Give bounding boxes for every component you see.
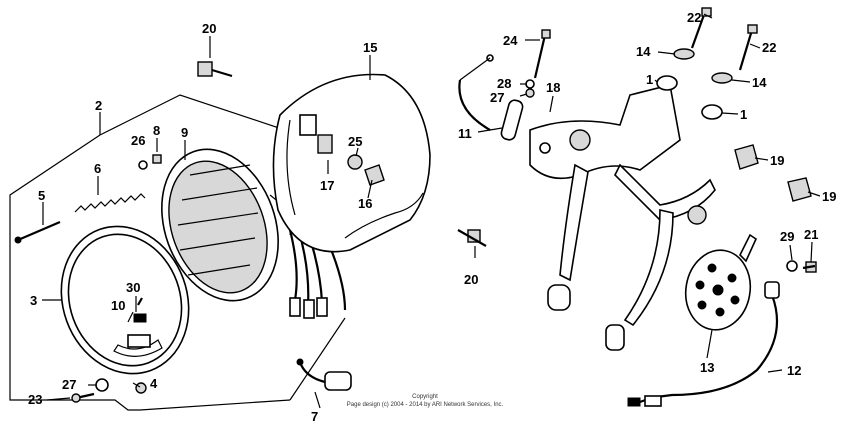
horn-bolt-part[interactable]	[786, 260, 817, 273]
bulb-socket-part[interactable]	[296, 358, 352, 391]
callout-14-left: 14	[636, 44, 651, 59]
callout-24: 24	[503, 33, 518, 48]
callout-5: 5	[38, 188, 45, 203]
horn-wire-part[interactable]	[627, 281, 780, 407]
callout-1-right: 1	[740, 107, 747, 122]
callout-19-bottom: 19	[822, 189, 836, 204]
callout-9: 9	[181, 125, 188, 140]
callout-13: 13	[700, 360, 714, 375]
headlight-assembly-frame	[9, 94, 346, 411]
callout-17: 17	[320, 178, 334, 193]
callout-6: 6	[94, 161, 101, 176]
callout-20-mid: 20	[464, 272, 478, 287]
leader-lines	[42, 13, 821, 409]
callout-labels: 20 2 8 9 26 6 5 3 30 10 27 4 23 7 15 25 …	[28, 10, 836, 424]
callout-19-top: 19	[770, 153, 784, 168]
callout-28: 28	[497, 76, 511, 91]
callout-18: 18	[546, 80, 560, 95]
callout-16: 16	[358, 196, 372, 211]
adjusting-spring-part[interactable]	[74, 193, 146, 213]
callout-22-right: 22	[762, 40, 776, 55]
callout-27-right: 27	[490, 90, 504, 105]
headlight-rim-part[interactable]	[41, 208, 209, 391]
callout-1-left: 1	[646, 72, 653, 87]
callout-27-left: 27	[62, 377, 76, 392]
callout-30: 30	[126, 280, 140, 295]
callout-10: 10	[111, 298, 125, 313]
adjusting-screw-part[interactable]	[14, 220, 61, 244]
callout-26: 26	[131, 133, 145, 148]
callout-14-right: 14	[752, 75, 767, 90]
callout-29: 29	[780, 229, 794, 244]
horn-part[interactable]	[680, 233, 758, 335]
callout-2: 2	[95, 98, 102, 113]
cable-clamp-part[interactable]	[734, 144, 812, 202]
rubber-grommet-part[interactable]	[656, 48, 733, 120]
callout-15: 15	[363, 40, 377, 55]
callout-22-left: 22	[687, 10, 701, 25]
callout-7: 7	[311, 409, 318, 424]
copyright-notice: Copyright Page design (c) 2004 - 2014 by…	[347, 394, 504, 408]
callout-12: 12	[787, 363, 801, 378]
callout-20-top: 20	[202, 21, 216, 36]
callout-4: 4	[150, 376, 158, 391]
headlight-bracket-part[interactable]	[529, 84, 716, 351]
copyright-line2: Page design (c) 2004 - 2014 by ARI Netwo…	[347, 402, 504, 408]
copyright-line1: Copyright	[412, 394, 438, 400]
top-bolt-part[interactable]	[690, 7, 758, 71]
headlight-case-part[interactable]	[272, 73, 431, 253]
callout-23: 23	[28, 392, 42, 407]
callout-3: 3	[30, 293, 37, 308]
callout-25: 25	[348, 134, 362, 149]
callout-11: 11	[458, 126, 472, 141]
callout-21: 21	[804, 227, 818, 242]
mounting-bolt-part[interactable]	[197, 61, 487, 247]
small-nut-part[interactable]	[138, 154, 162, 170]
rim-clip-part[interactable]	[133, 297, 147, 323]
headlight-lens-part[interactable]	[142, 133, 299, 317]
callout-8: 8	[153, 123, 160, 138]
stay-collar-part[interactable]	[458, 29, 551, 141]
rim-screw-part[interactable]	[71, 378, 147, 403]
